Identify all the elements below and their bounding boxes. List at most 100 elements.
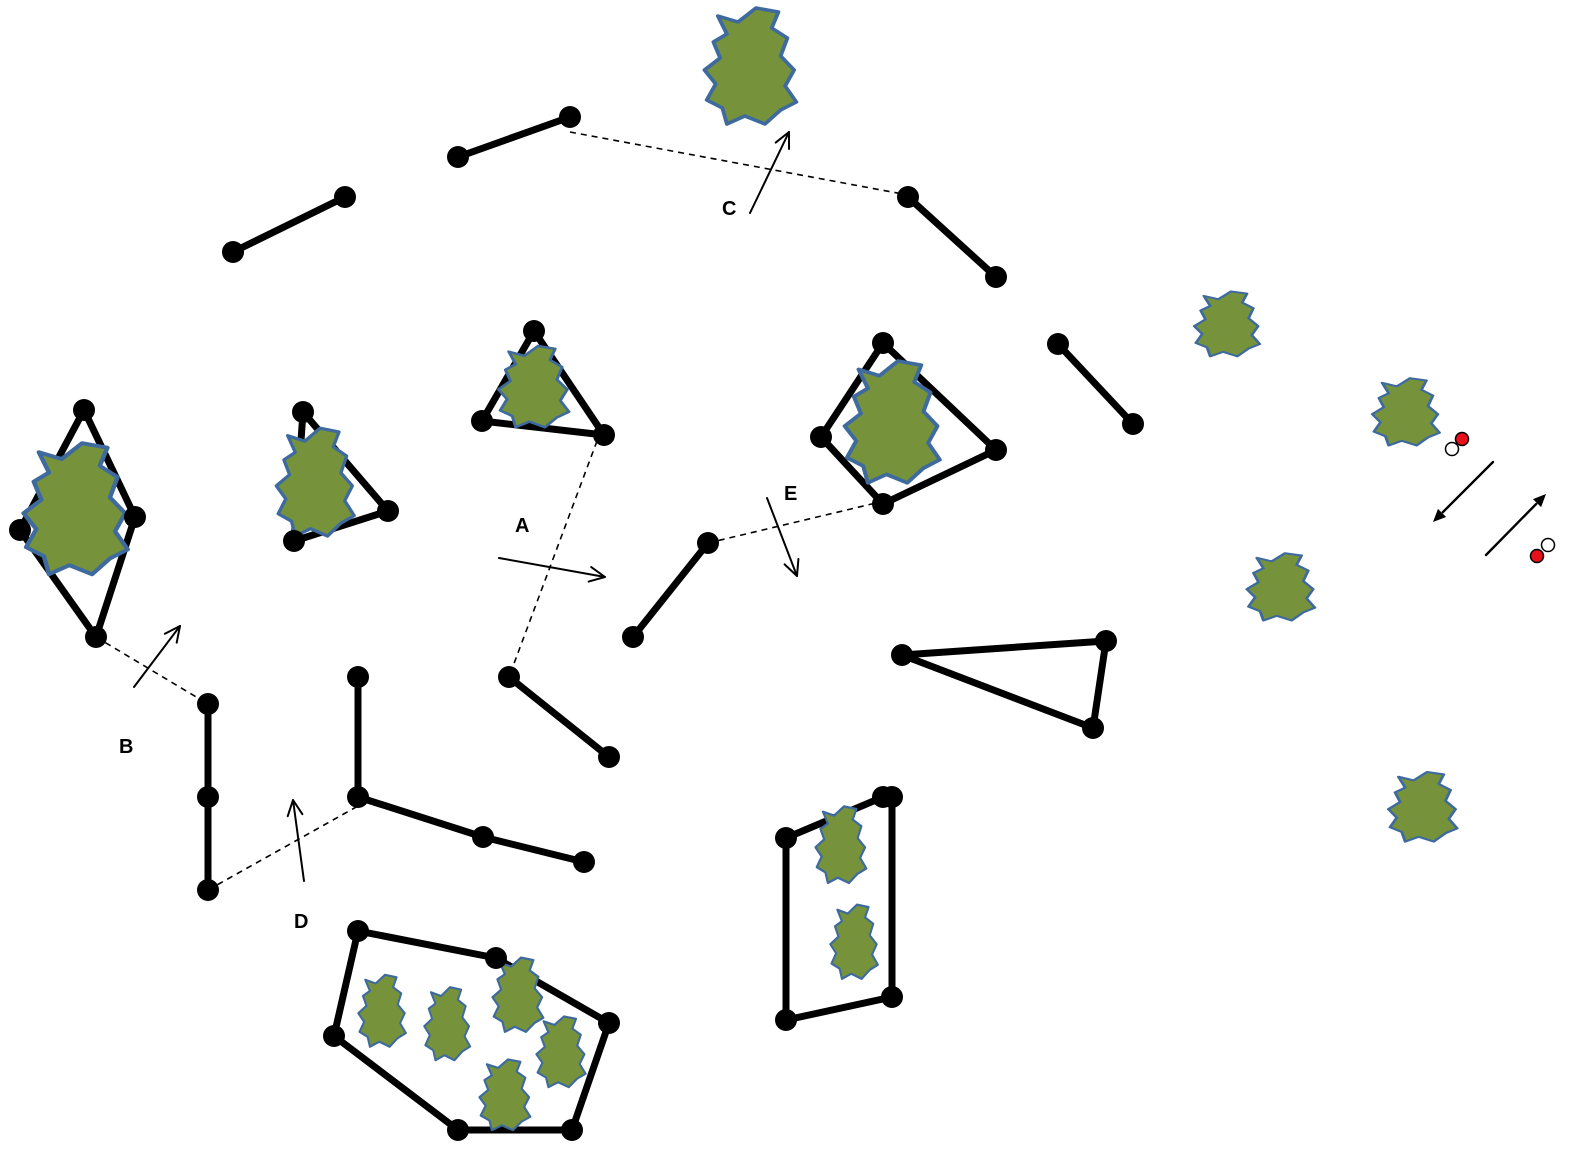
node-27 xyxy=(523,320,545,342)
vegetation-patch-9 xyxy=(1386,770,1459,844)
node-24 xyxy=(292,401,314,423)
node-12 xyxy=(598,746,620,768)
vegetation-patch-1 xyxy=(702,6,799,126)
edge-22 xyxy=(817,339,887,441)
label-a: A xyxy=(515,515,529,537)
marker-pair-1 xyxy=(1444,431,1470,457)
diagram-labels: A B C D E xyxy=(119,198,797,933)
vegetation-patch-6 xyxy=(1192,289,1262,358)
edge-26 xyxy=(898,637,1110,659)
network-nodes xyxy=(9,106,1144,1141)
node-36 xyxy=(1082,717,1104,739)
node-28 xyxy=(471,410,493,432)
node-40 xyxy=(881,986,903,1008)
dashed-link-3 xyxy=(508,440,598,678)
edge-15 xyxy=(92,513,139,641)
node-32 xyxy=(985,439,1007,461)
edge-3 xyxy=(904,193,1000,281)
white-marker xyxy=(1444,441,1460,457)
dashed-link-5 xyxy=(707,502,877,544)
node-21 xyxy=(73,399,95,421)
edge-10 xyxy=(354,793,487,841)
edge-2 xyxy=(454,113,574,161)
node-43 xyxy=(485,947,507,969)
node-22 xyxy=(124,506,146,528)
vegetation-patch-14 xyxy=(491,956,545,1033)
label-d: D xyxy=(294,911,308,933)
node-7 xyxy=(1047,333,1069,355)
node-3 xyxy=(447,146,469,168)
node-6 xyxy=(985,266,1007,288)
label-e: E xyxy=(784,483,797,505)
node-20 xyxy=(9,519,31,541)
node-1 xyxy=(222,241,244,263)
edge-28 xyxy=(898,651,1097,732)
edge-5 xyxy=(629,539,712,641)
node-31 xyxy=(810,426,832,448)
edge-25 xyxy=(879,446,1000,508)
vegetation-patch-13 xyxy=(423,986,472,1062)
white-marker xyxy=(1540,537,1556,553)
red-marker xyxy=(1529,548,1545,564)
node-11 xyxy=(498,666,520,688)
edge-32 xyxy=(782,993,896,1024)
label-c: C xyxy=(722,198,736,220)
vegetation-patch-12 xyxy=(357,973,407,1048)
edge-37 xyxy=(330,1032,462,1134)
edge-24 xyxy=(817,433,887,508)
dashed-link-1 xyxy=(569,131,909,196)
edge-13 xyxy=(80,406,139,521)
node-30 xyxy=(872,332,894,354)
node-45 xyxy=(561,1119,583,1141)
solid-arrow-1 xyxy=(1433,460,1495,522)
vegetation-patch-4 xyxy=(496,344,571,429)
edge-33 xyxy=(354,927,500,962)
edge-35 xyxy=(568,1019,613,1134)
vegetation-patches xyxy=(24,6,1459,1132)
open-arrow-3 xyxy=(749,131,791,214)
edge-21 xyxy=(478,417,608,439)
node-2 xyxy=(334,186,356,208)
red-marker xyxy=(1454,431,1470,447)
edge-11 xyxy=(479,833,588,866)
vegetation-patch-11 xyxy=(829,903,880,980)
vegetation-patch-10 xyxy=(814,805,868,885)
node-33 xyxy=(872,493,894,515)
vegetation-patch-7 xyxy=(1370,376,1441,447)
movement-arrows xyxy=(133,131,1546,882)
vegetation-patch-3 xyxy=(274,426,356,538)
node-35 xyxy=(1095,630,1117,652)
open-arrow-4 xyxy=(286,799,305,882)
node-34 xyxy=(891,644,913,666)
vegetation-patch-15 xyxy=(535,1015,587,1089)
node-8 xyxy=(1122,413,1144,435)
node-15 xyxy=(197,879,219,901)
dashed-link-4 xyxy=(207,805,359,891)
open-arrow-1 xyxy=(498,557,606,583)
label-b: B xyxy=(119,736,133,758)
vegetation-patch-16 xyxy=(478,1058,532,1132)
edge-38 xyxy=(330,927,362,1040)
network-edges xyxy=(16,113,1137,1134)
node-16 xyxy=(347,666,369,688)
edge-27 xyxy=(1089,637,1110,732)
node-13 xyxy=(197,693,219,715)
node-39 xyxy=(881,786,903,808)
edge-4 xyxy=(1054,340,1137,428)
marker-pair-2 xyxy=(1529,537,1556,564)
vegetation-patch-8 xyxy=(1245,551,1317,622)
node-29 xyxy=(593,424,615,446)
node-5 xyxy=(897,186,919,208)
node-14 xyxy=(197,786,219,808)
node-46 xyxy=(447,1119,469,1141)
node-41 xyxy=(775,1009,797,1031)
node-42 xyxy=(347,920,369,942)
node-44 xyxy=(598,1012,620,1034)
dashed-links xyxy=(95,131,909,891)
open-arrow-2 xyxy=(133,625,181,688)
node-19 xyxy=(573,851,595,873)
color-markers xyxy=(1444,431,1556,564)
node-10 xyxy=(697,532,719,554)
open-arrow-5 xyxy=(766,497,800,577)
